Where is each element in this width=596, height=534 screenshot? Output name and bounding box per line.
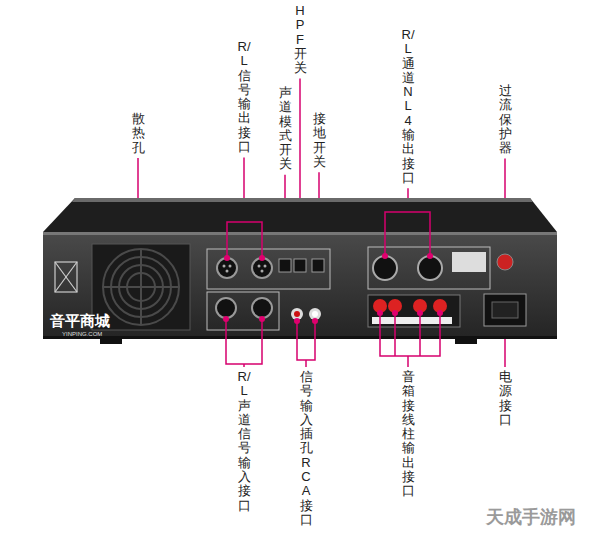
leader-line: [305, 360, 307, 367]
callout-label: 电源接口: [499, 370, 512, 427]
callout-label: 信号输入插孔RCA接口: [300, 370, 313, 527]
watermark: YINPING.COM: [62, 331, 102, 337]
callout-label: 过流保护器: [499, 84, 512, 155]
watermark: 天成手游网: [486, 505, 576, 529]
callout-label: 散热孔: [132, 112, 145, 155]
callout-label: R/L信号输出接口: [238, 40, 251, 154]
callout-label: R/L声道信号输入接口: [238, 370, 251, 513]
callout-label: HPF开关: [294, 4, 307, 75]
callout-label: R/L通道NL4输出接口: [402, 28, 415, 185]
callout-label: 声道模式开关: [279, 86, 292, 172]
callout-label: 音箱接线柱输出接口: [402, 370, 415, 499]
leader-line: [407, 356, 409, 367]
watermark: 音平商城: [50, 312, 110, 331]
callout-label: 接地开关: [313, 112, 326, 169]
